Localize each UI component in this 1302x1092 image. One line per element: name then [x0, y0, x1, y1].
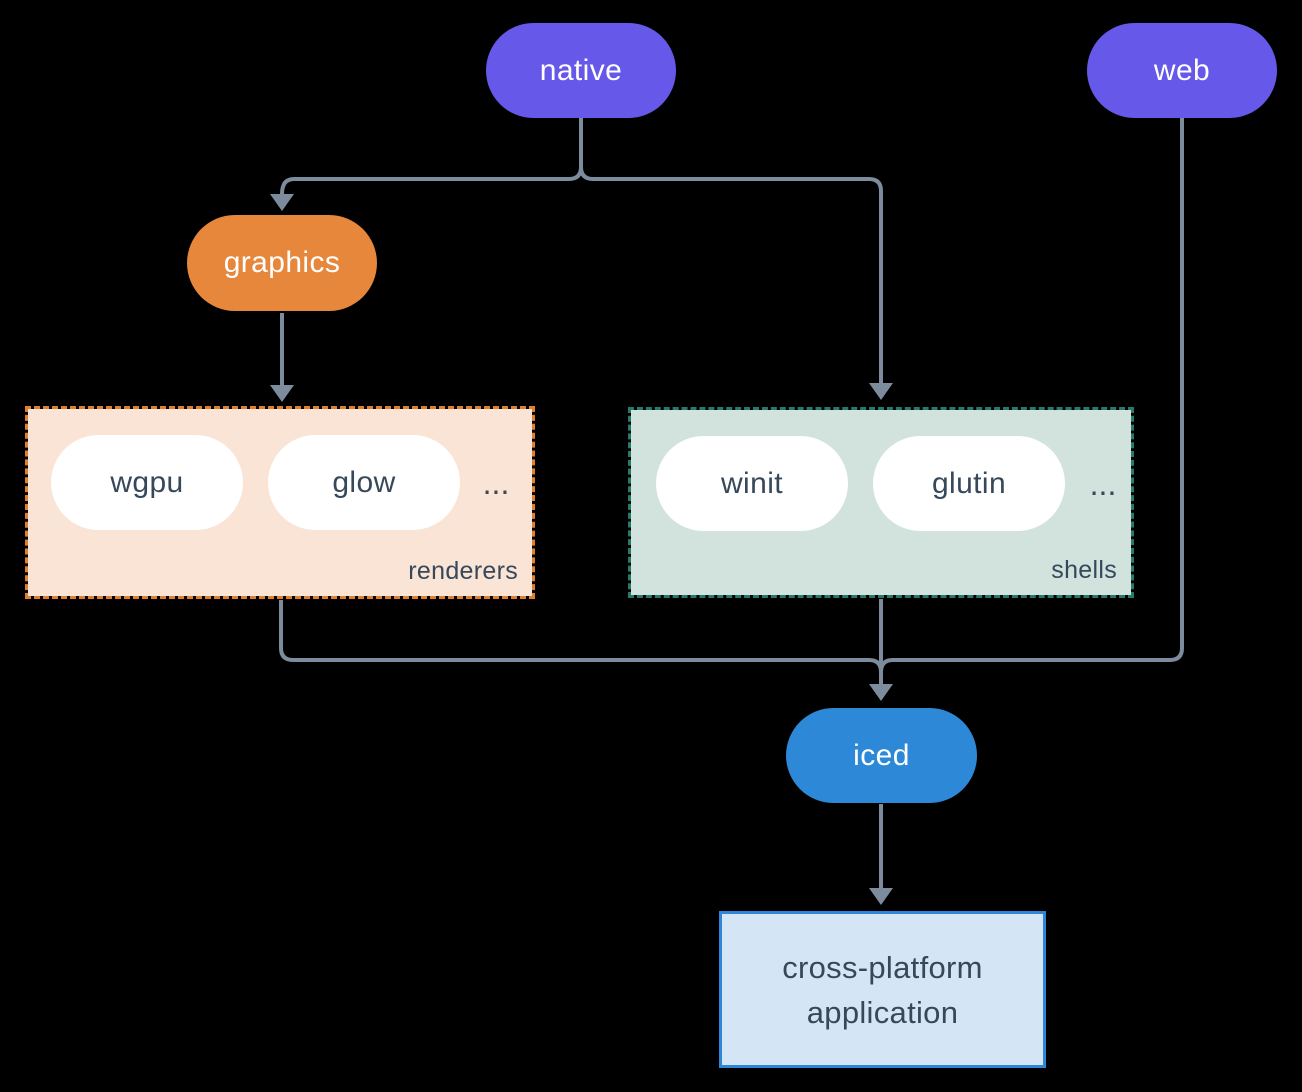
- edge-native-shells: [579, 118, 883, 383]
- arrowhead-graphics: [270, 194, 294, 211]
- arrowhead-iced: [869, 684, 893, 701]
- edge-renderers-iced: [279, 600, 883, 673]
- shells-group-label: shells: [1051, 556, 1117, 584]
- arrowhead-renderers: [270, 385, 294, 402]
- node-iced-label: iced: [853, 738, 910, 772]
- node-web-label: web: [1153, 53, 1211, 87]
- renderers-group-label: renderers: [408, 557, 518, 585]
- node-wgpu-label: wgpu: [110, 465, 184, 499]
- node-winit: winit: [656, 436, 848, 531]
- node-iced: iced: [786, 708, 977, 803]
- group-renderers: wgpu glow ... renderers: [25, 406, 535, 599]
- node-glow: glow: [268, 435, 460, 530]
- node-glow-label: glow: [332, 465, 396, 499]
- node-native-label: native: [539, 53, 623, 87]
- application-label-line2: application: [806, 994, 959, 1030]
- node-wgpu: wgpu: [51, 435, 243, 530]
- shells-ellipsis: ...: [1089, 466, 1117, 502]
- arrowhead-shells: [869, 383, 893, 400]
- edge-native-graphics: [280, 118, 583, 195]
- node-native: native: [486, 23, 676, 118]
- node-graphics: graphics: [187, 215, 377, 311]
- group-shells: winit glutin ... shells: [628, 407, 1134, 598]
- node-glutin-label: glutin: [931, 466, 1007, 500]
- node-graphics-label: graphics: [223, 246, 341, 279]
- renderers-ellipsis: ...: [482, 465, 510, 501]
- arrowhead-application: [869, 888, 893, 905]
- node-web: web: [1087, 23, 1277, 118]
- application-label-line1: cross-platform: [782, 949, 983, 985]
- node-glutin: glutin: [873, 436, 1065, 531]
- node-application: cross-platform application: [719, 911, 1046, 1068]
- node-winit-label: winit: [720, 466, 783, 500]
